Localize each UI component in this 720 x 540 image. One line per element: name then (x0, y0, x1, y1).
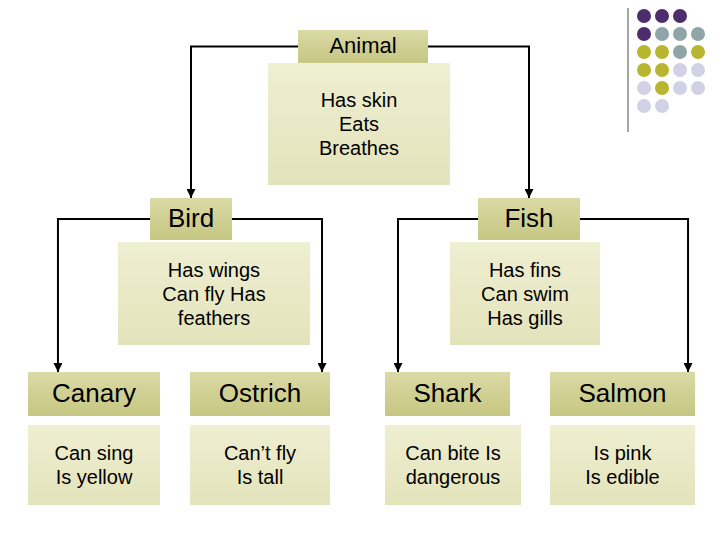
node-text: Has wings Can fly Has feathers (156, 258, 272, 330)
ornament-dot (655, 81, 669, 95)
ornament-dot (637, 27, 651, 41)
class-box: FishHas fins Can swim Has gills (450, 198, 600, 345)
class-box: SharkCan bite Is dangerous (385, 372, 521, 505)
body-panel: Can bite Is dangerous (385, 425, 521, 505)
node-heading: Animal (329, 33, 396, 59)
ornament-dot (637, 99, 651, 113)
ornament-dot (637, 63, 651, 77)
class-box: AnimalHas skin Eats Breathes (268, 30, 450, 185)
heading-tab: Shark (385, 372, 510, 416)
node-heading: Canary (52, 378, 136, 409)
divider-line (627, 8, 629, 132)
heading-tab: Ostrich (190, 372, 330, 416)
ornament-dot (637, 45, 651, 59)
node-text: Has skin Eats Breathes (309, 88, 409, 160)
ornament-dot (673, 63, 687, 77)
ornament-dot (691, 63, 705, 77)
heading-tab: Animal (298, 30, 428, 63)
class-box: Salmon Is pink Is edible (550, 372, 695, 505)
ornament-dot (673, 27, 687, 41)
node-heading: Bird (168, 203, 214, 234)
ornament-dot (637, 9, 651, 23)
node-text: Is pink Is edible (584, 441, 661, 489)
node-text: Has fins Can swim Has gills (475, 258, 575, 330)
ornament-dot (691, 81, 705, 95)
ornament-dot (673, 81, 687, 95)
node-heading: Ostrich (219, 378, 301, 409)
ornament-dot (673, 9, 687, 23)
body-panel: Can sing Is yellow (28, 425, 160, 505)
class-box: BirdHas wings Can fly Has feathers (118, 198, 310, 345)
ornament-dot (655, 63, 669, 77)
class-box: OstrichCan’t fly Is tall (190, 372, 330, 505)
ornament-dot (673, 45, 687, 59)
body-panel: Has skin Eats Breathes (268, 63, 450, 185)
body-panel: Has fins Can swim Has gills (450, 242, 600, 345)
node-text: Can bite Is dangerous (393, 441, 513, 489)
heading-tab: Canary (28, 372, 160, 416)
node-heading: Salmon (578, 378, 666, 409)
class-box: CanaryCan sing Is yellow (28, 372, 160, 505)
body-panel: Can’t fly Is tall (190, 425, 330, 505)
node-text: Can’t fly Is tall (216, 441, 304, 489)
ornament-dot (691, 45, 705, 59)
ornament-dot (655, 99, 669, 113)
ornament-dot (637, 81, 651, 95)
ornament-dot (655, 9, 669, 23)
node-text: Can sing Is yellow (48, 441, 140, 489)
heading-tab: Fish (478, 198, 580, 240)
ornament-dot (655, 27, 669, 41)
ornament-dot (691, 27, 705, 41)
heading-tab: Bird (150, 198, 232, 240)
body-panel: Is pink Is edible (550, 425, 695, 505)
ornament-dot (655, 45, 669, 59)
node-heading: Shark (414, 378, 482, 409)
heading-tab: Salmon (550, 372, 695, 416)
body-panel: Has wings Can fly Has feathers (118, 242, 310, 345)
node-heading: Fish (504, 203, 553, 234)
